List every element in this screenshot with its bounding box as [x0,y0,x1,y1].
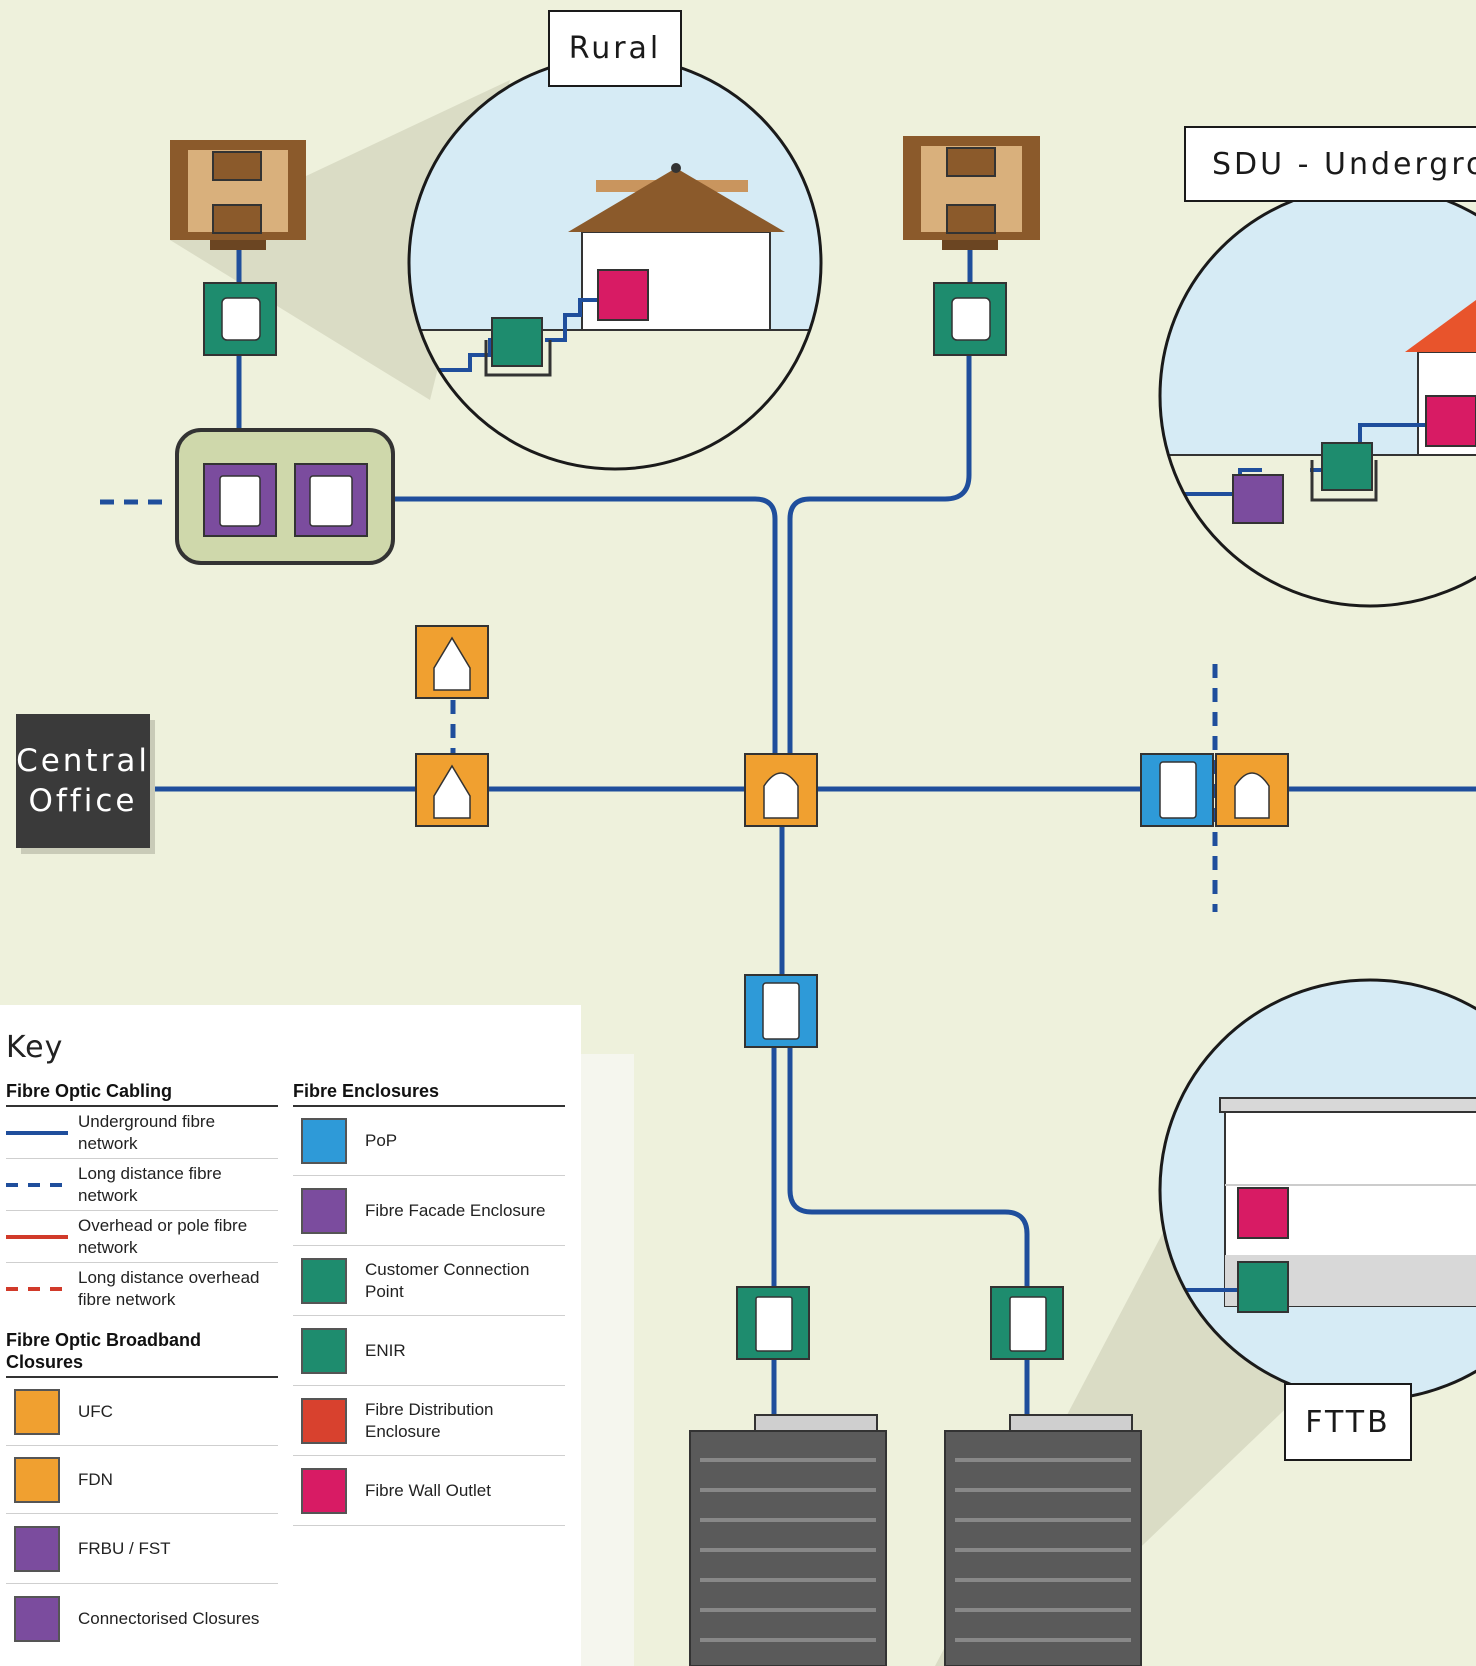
street-cabinet-right [903,136,1040,250]
key-cabling-column: Fibre Optic Cabling Underground fibre ne… [6,1080,278,1654]
icon-glyphs [219,297,1270,1352]
key-closure-text: FRBU / FST [78,1538,171,1558]
key-cabling-text: Underground fibre network [78,1111,216,1153]
key-enclosure-text: Customer Connection Point [365,1259,530,1301]
key-panel-shadow [581,1054,634,1666]
key-enclosure-text: ENIR [365,1340,406,1360]
fibre-distribution-enclosure-icon [301,1397,347,1444]
fibre-wall-outlet-icon [301,1467,347,1514]
key-enclosure-text: Fibre Facade Enclosure [365,1200,546,1220]
fibre-facade-enclosure-icon [301,1187,347,1234]
key-enclosures-column: Fibre Enclosures PoP Fibre Facade Enclos… [293,1080,565,1526]
key-cabling-text: Long distance fibre network [78,1163,222,1205]
key-enclosure-row: Customer Connection Point [293,1246,565,1316]
key-closure-row: UFC [6,1378,278,1446]
pop-icon [301,1118,347,1164]
building-left [689,1414,887,1666]
fttb-lens [1158,978,1476,1402]
key-cabling-row: Long distance fibre network [6,1159,278,1211]
key-closure-text: FDN [78,1469,113,1489]
long-distance-fibre-swatch [6,1182,68,1187]
street-cabinet-left [170,140,306,250]
central-office-line-2: Office [28,783,138,819]
building-right [944,1414,1142,1666]
key-title: Key [6,1030,64,1065]
fttb-label: FTTB [1284,1383,1412,1461]
underground-fibre-swatch [6,1130,68,1135]
key-closure-text: UFC [78,1401,113,1421]
long-distance-overhead-swatch [6,1287,68,1291]
sdu-label: SDU - Undergrou [1184,126,1476,202]
enir-icon [301,1327,347,1374]
key-enclosure-row: Fibre Wall Outlet [293,1456,565,1526]
key-closure-row: FRBU / FST [6,1514,278,1584]
rural-lens [407,55,823,471]
customer-connection-point-icon [301,1257,347,1304]
key-enclosure-row: ENIR [293,1316,565,1386]
key-closures-heading: Fibre Optic Broadband Closures [6,1329,278,1378]
key-enclosure-row: Fibre Distribution Enclosure [293,1386,565,1456]
key-enclosures-heading: Fibre Enclosures [293,1080,565,1107]
connectorised-closure-icon [14,1596,60,1642]
overhead-fibre-swatch [6,1234,68,1239]
key-cabling-row: Overhead or pole fibre network [6,1211,278,1263]
sdu-lens [1158,184,1476,608]
key-cabling-row: Long distance overhead fibre network [6,1263,278,1315]
central-office-line-1: Central [16,743,150,779]
key-closure-row: Connectorised Closures [6,1584,278,1654]
rural-label: Rural [548,10,682,87]
frbu-fst-icon [14,1525,60,1572]
key-closure-text: Connectorised Closures [78,1609,260,1628]
key-cabling-text: Overhead or pole fibre network [78,1215,248,1257]
key-cabling-heading: Fibre Optic Cabling [6,1080,278,1107]
central-office-label: Central Office [16,714,150,848]
key-cabling-row: Underground fibre network [6,1107,278,1159]
key-enclosure-text: Fibre Distribution Enclosure [365,1399,494,1441]
key-enclosure-text: Fibre Wall Outlet [365,1480,491,1500]
key-closure-row: FDN [6,1446,278,1514]
key-enclosure-row: Fibre Facade Enclosure [293,1176,565,1246]
ufc-icon [14,1388,60,1435]
key-enclosure-row: PoP [293,1107,565,1176]
fdn-icon [14,1456,60,1503]
key-panel [0,1005,581,1666]
key-enclosure-text: PoP [365,1131,398,1150]
key-cabling-text: Long distance overhead fibre network [78,1268,260,1309]
